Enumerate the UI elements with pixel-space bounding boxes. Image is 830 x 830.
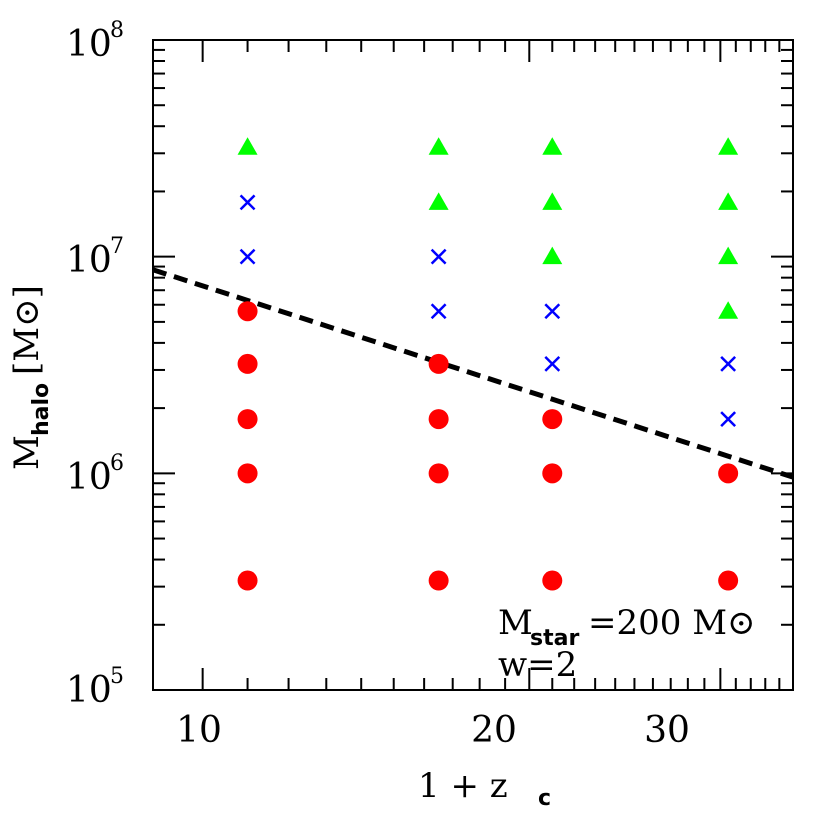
red-circle-point <box>718 570 739 591</box>
green-triangle-point <box>542 246 563 265</box>
y-tick-label-1e5: 10 5 <box>66 664 124 711</box>
cross-stroke <box>544 303 561 320</box>
green-triangle-point <box>237 137 258 155</box>
red-circle-point <box>428 463 449 484</box>
y-axis-label: M halo [M⊙] <box>7 285 54 470</box>
cross-stroke <box>544 356 561 372</box>
svg-text:6: 6 <box>110 451 124 476</box>
blue-cross-point <box>720 356 737 372</box>
red-circle-point <box>237 463 258 484</box>
svg-text:[M⊙]: [M⊙] <box>7 285 47 375</box>
green-triangle-point <box>718 137 739 155</box>
cross-stroke <box>430 248 447 265</box>
red-circle-point <box>428 353 449 374</box>
red-circle-point <box>237 409 258 430</box>
svg-text:star: star <box>530 626 579 651</box>
svg-text:=200 M⊙: =200 M⊙ <box>588 603 756 643</box>
svg-text:7: 7 <box>110 234 124 259</box>
blue-cross-point <box>544 356 561 372</box>
red-circle-point <box>718 463 739 484</box>
x-axis-label: 1 + z c <box>418 766 551 811</box>
green-triangle-point <box>718 246 739 265</box>
cross-stroke <box>430 303 447 320</box>
red-circle-point <box>542 570 563 591</box>
x-tick-label-20: 20 <box>471 710 517 751</box>
green-triangle-point <box>542 137 563 155</box>
blue-cross-point <box>720 411 737 427</box>
green-triangle-point <box>542 192 563 210</box>
cross-stroke <box>239 194 256 211</box>
svg-text:1 + z: 1 + z <box>418 766 508 806</box>
y-tick-label-1e7: 10 7 <box>66 234 124 281</box>
red-circle-point <box>428 409 449 430</box>
svg-text:M: M <box>498 603 533 643</box>
svg-text:M: M <box>7 435 47 470</box>
blue-cross-point <box>239 248 256 265</box>
svg-text:10: 10 <box>66 457 112 498</box>
red-circle-point <box>237 353 258 374</box>
dashed-threshold-line-0 <box>152 267 794 480</box>
blue-cross-point <box>430 303 447 320</box>
green-triangle-point <box>428 137 449 155</box>
x-tick-label-10: 10 <box>176 710 222 751</box>
svg-text:8: 8 <box>110 18 124 43</box>
green-triangle-point <box>718 301 739 319</box>
y-tick-label-1e8: 10 8 <box>66 18 124 65</box>
blue-cross-point <box>544 303 561 320</box>
svg-text:10: 10 <box>66 670 112 711</box>
x-tick-label-30: 30 <box>644 710 690 751</box>
red-circle-point <box>237 570 258 591</box>
y-tick-label-1e6: 10 6 <box>66 451 124 498</box>
red-circle-point <box>237 301 258 322</box>
svg-text:c: c <box>538 786 551 811</box>
cross-stroke <box>720 411 737 427</box>
svg-text:halo: halo <box>29 383 54 436</box>
red-circle-point <box>542 463 563 484</box>
svg-text:5: 5 <box>110 664 124 689</box>
blue-cross-point <box>239 194 256 211</box>
green-triangle-point <box>428 192 449 210</box>
annotation-w: w=2 <box>498 645 577 685</box>
cross-stroke <box>720 356 737 372</box>
green-triangle-point <box>718 192 739 210</box>
blue-cross-point <box>430 248 447 265</box>
cross-stroke <box>239 248 256 265</box>
red-circle-point <box>428 570 449 591</box>
plot-frame <box>152 39 794 691</box>
annotation-mstar: M star =200 M⊙ <box>498 603 756 651</box>
svg-text:10: 10 <box>66 24 112 65</box>
svg-text:10: 10 <box>66 240 112 281</box>
red-circle-point <box>542 409 563 430</box>
